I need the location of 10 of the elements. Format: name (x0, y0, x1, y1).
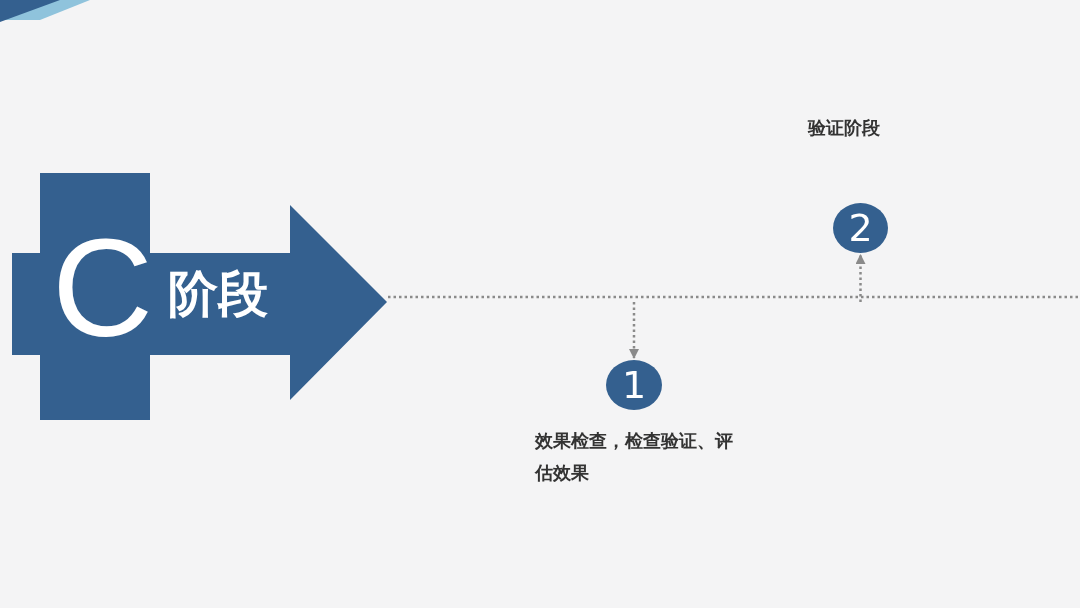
timeline-line (388, 295, 1080, 299)
step-number-circle: 2 (833, 203, 888, 253)
stage-title: 阶段 (168, 269, 268, 319)
arrow-shape (12, 173, 388, 420)
step-description: 验证阶段 (808, 116, 881, 140)
step-description: 效果检查，检查验证、评估效果 (535, 429, 734, 485)
arrow (629, 302, 639, 359)
arrow (855, 254, 866, 302)
step-number-circle: 1 (606, 360, 662, 410)
stage-title: C (52, 218, 154, 358)
